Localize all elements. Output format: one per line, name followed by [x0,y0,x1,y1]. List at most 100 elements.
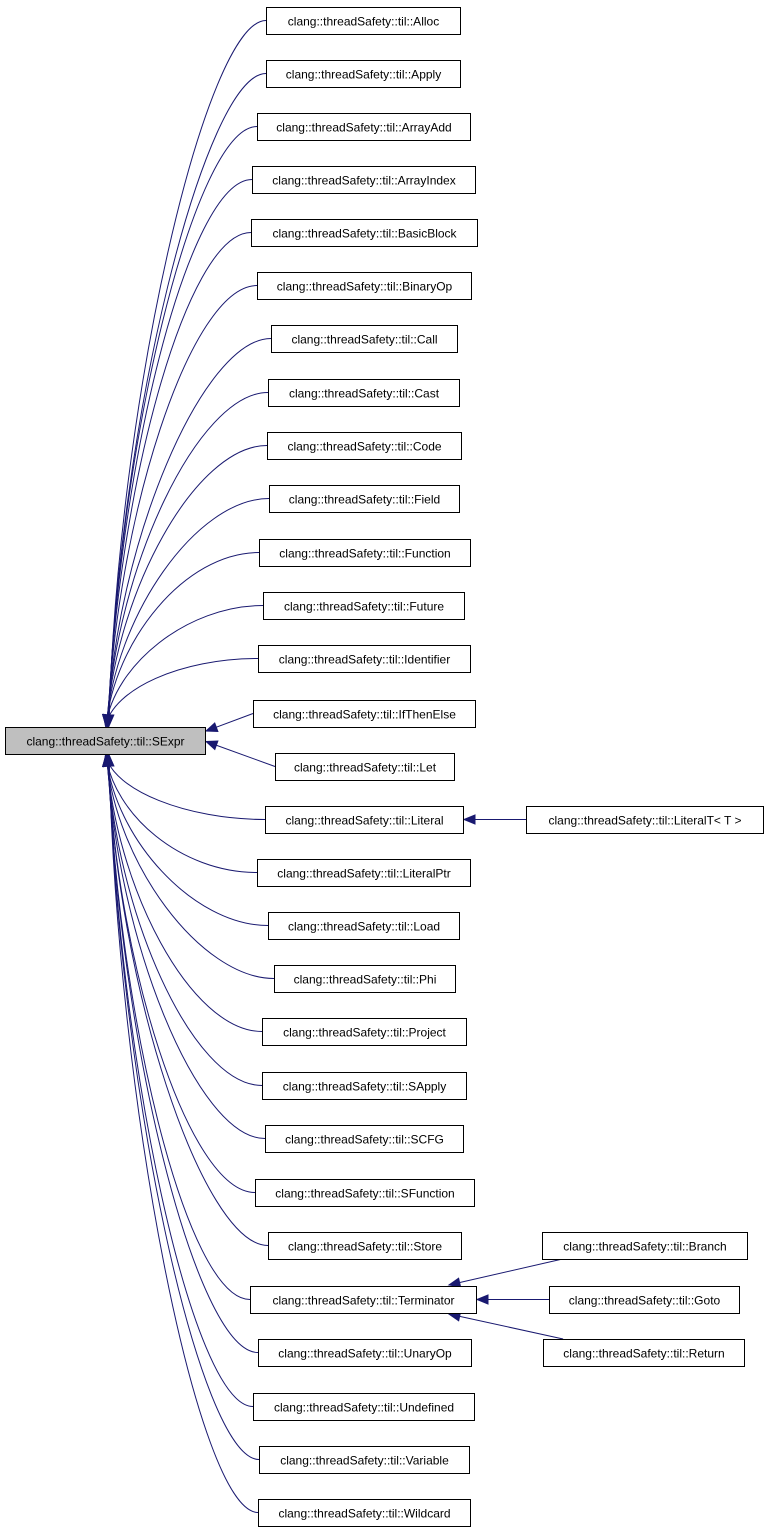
class-node-variable[interactable]: clang::threadSafety::til::Variable [259,1446,470,1474]
class-node-box [257,859,471,887]
class-node-basicblock[interactable]: clang::threadSafety::til::BasicBlock [251,219,478,247]
class-node-box [262,1072,467,1100]
class-node-box [258,1499,471,1527]
class-node-label: clang::threadSafety::til::Apply [286,68,441,82]
class-node-branch[interactable]: clang::threadSafety::til::Branch [542,1232,748,1260]
class-node-label: clang::threadSafety::til::Field [289,493,440,507]
class-node-label: clang::threadSafety::til::SCFG [285,1133,444,1147]
class-node-box [259,1446,470,1474]
class-node-apply[interactable]: clang::threadSafety::til::Apply [266,60,461,88]
class-node-literalptr[interactable]: clang::threadSafety::til::LiteralPtr [257,859,471,887]
edge-line [106,445,268,727]
class-node-arrayadd[interactable]: clang::threadSafety::til::ArrayAdd [257,113,471,141]
class-node-label: clang::threadSafety::til::SExpr [26,735,184,749]
class-node-arrayindex[interactable]: clang::threadSafety::til::ArrayIndex [252,166,476,194]
class-node-label: clang::threadSafety::til::Undefined [274,1401,454,1415]
class-node-sexpr[interactable]: clang::threadSafety::til::SExpr [5,727,206,755]
class-node-box [268,912,460,940]
class-node-future[interactable]: clang::threadSafety::til::Future [263,592,465,620]
edge-line [106,754,266,1139]
edge-line [108,20,267,727]
class-node-cast[interactable]: clang::threadSafety::til::Cast [268,379,460,407]
class-node-box [251,219,478,247]
class-node-terminator[interactable]: clang::threadSafety::til::Terminator [250,1286,477,1314]
inheritance-edge-call-to-sexpr [102,338,272,728]
class-node-box [266,60,461,88]
edge-line [106,754,263,1032]
class-node-box [268,1232,462,1260]
class-node-code[interactable]: clang::threadSafety::til::Code [267,432,462,460]
edge-line [107,754,269,1246]
class-node-box [268,379,460,407]
class-node-sapply[interactable]: clang::threadSafety::til::SApply [262,1072,467,1100]
class-node-box [258,1339,472,1367]
class-node-field[interactable]: clang::threadSafety::til::Field [269,485,460,513]
class-node-box [253,700,476,728]
class-node-box [267,432,462,460]
class-node-label: clang::threadSafety::til::Alloc [288,15,439,29]
inheritance-edge-function-to-sexpr [101,552,260,728]
edge-line [107,285,258,727]
class-node-wildcard[interactable]: clang::threadSafety::til::Wildcard [258,1499,471,1527]
class-node-box [266,7,461,35]
class-node-literalt[interactable]: clang::threadSafety::til::LiteralT< T > [526,806,764,834]
class-node-ifthenelse[interactable]: clang::threadSafety::til::IfThenElse [253,700,476,728]
edge-line [105,605,264,727]
inheritance-edge-let-to-sexpr [204,740,276,767]
class-node-binaryop[interactable]: clang::threadSafety::til::BinaryOp [257,272,472,300]
class-node-label: clang::threadSafety::til::ArrayIndex [272,174,455,188]
class-node-call[interactable]: clang::threadSafety::til::Call [271,325,458,353]
class-node-label: clang::threadSafety::til::Project [283,1026,446,1040]
class-node-project[interactable]: clang::threadSafety::til::Project [262,1018,467,1046]
class-node-alloc[interactable]: clang::threadSafety::til::Alloc [266,7,461,35]
class-node-phi[interactable]: clang::threadSafety::til::Phi [274,965,456,993]
nodes-layer: clang::threadSafety::til::Allocclang::th… [5,7,764,1527]
edge-line [106,392,269,727]
class-node-box [262,1018,467,1046]
class-node-load[interactable]: clang::threadSafety::til::Load [268,912,460,940]
class-node-return[interactable]: clang::threadSafety::til::Return [543,1339,745,1367]
class-node-goto[interactable]: clang::threadSafety::til::Goto [549,1286,740,1314]
edge-line [448,1313,564,1340]
class-node-literal[interactable]: clang::threadSafety::til::Literal [265,806,464,834]
class-node-undefined[interactable]: clang::threadSafety::til::Undefined [253,1393,475,1421]
inheritance-edge-wildcard-to-sexpr [104,753,259,1513]
class-node-box [526,806,764,834]
class-node-box [255,1179,475,1207]
class-node-label: clang::threadSafety::til::Function [279,547,450,561]
class-node-label: clang::threadSafety::til::LiteralPtr [277,867,450,881]
edge-line [107,754,259,1353]
class-node-unaryop[interactable]: clang::threadSafety::til::UnaryOp [258,1339,472,1367]
edge-line [108,754,260,1460]
edge-line [205,741,276,767]
inheritance-edge-future-to-sexpr [102,605,264,728]
class-node-box [271,325,458,353]
class-node-box [265,1125,464,1153]
class-node-box [253,1393,475,1421]
edge-line [108,126,258,727]
arrowhead-icon [102,713,114,728]
class-node-label: clang::threadSafety::til::Identifier [279,653,450,667]
inheritance-edge-ifthenelse-to-sexpr [204,713,254,732]
class-node-label: clang::threadSafety::til::Future [284,600,444,614]
inheritance-edge-cast-to-sexpr [102,392,269,728]
class-node-scfg[interactable]: clang::threadSafety::til::SCFG [265,1125,464,1153]
class-node-box [275,753,455,781]
class-node-box [250,1286,477,1314]
class-node-function[interactable]: clang::threadSafety::til::Function [259,539,471,567]
arrowhead-icon [204,722,219,732]
class-node-label: clang::threadSafety::til::Call [291,333,437,347]
inheritance-edge-alloc-to-sexpr [104,20,267,728]
class-node-label: clang::threadSafety::til::Goto [569,1294,721,1308]
edges-layer [101,20,564,1513]
class-node-box [263,592,465,620]
class-node-sfunction[interactable]: clang::threadSafety::til::SFunction [255,1179,475,1207]
class-node-box [257,113,471,141]
class-node-let[interactable]: clang::threadSafety::til::Let [275,753,455,781]
class-node-store[interactable]: clang::threadSafety::til::Store [268,1232,462,1260]
class-node-label: clang::threadSafety::til::ArrayAdd [276,121,451,135]
class-node-identifier[interactable]: clang::threadSafety::til::Identifier [258,645,471,673]
class-node-box [257,272,472,300]
arrowhead-icon [104,753,115,767]
